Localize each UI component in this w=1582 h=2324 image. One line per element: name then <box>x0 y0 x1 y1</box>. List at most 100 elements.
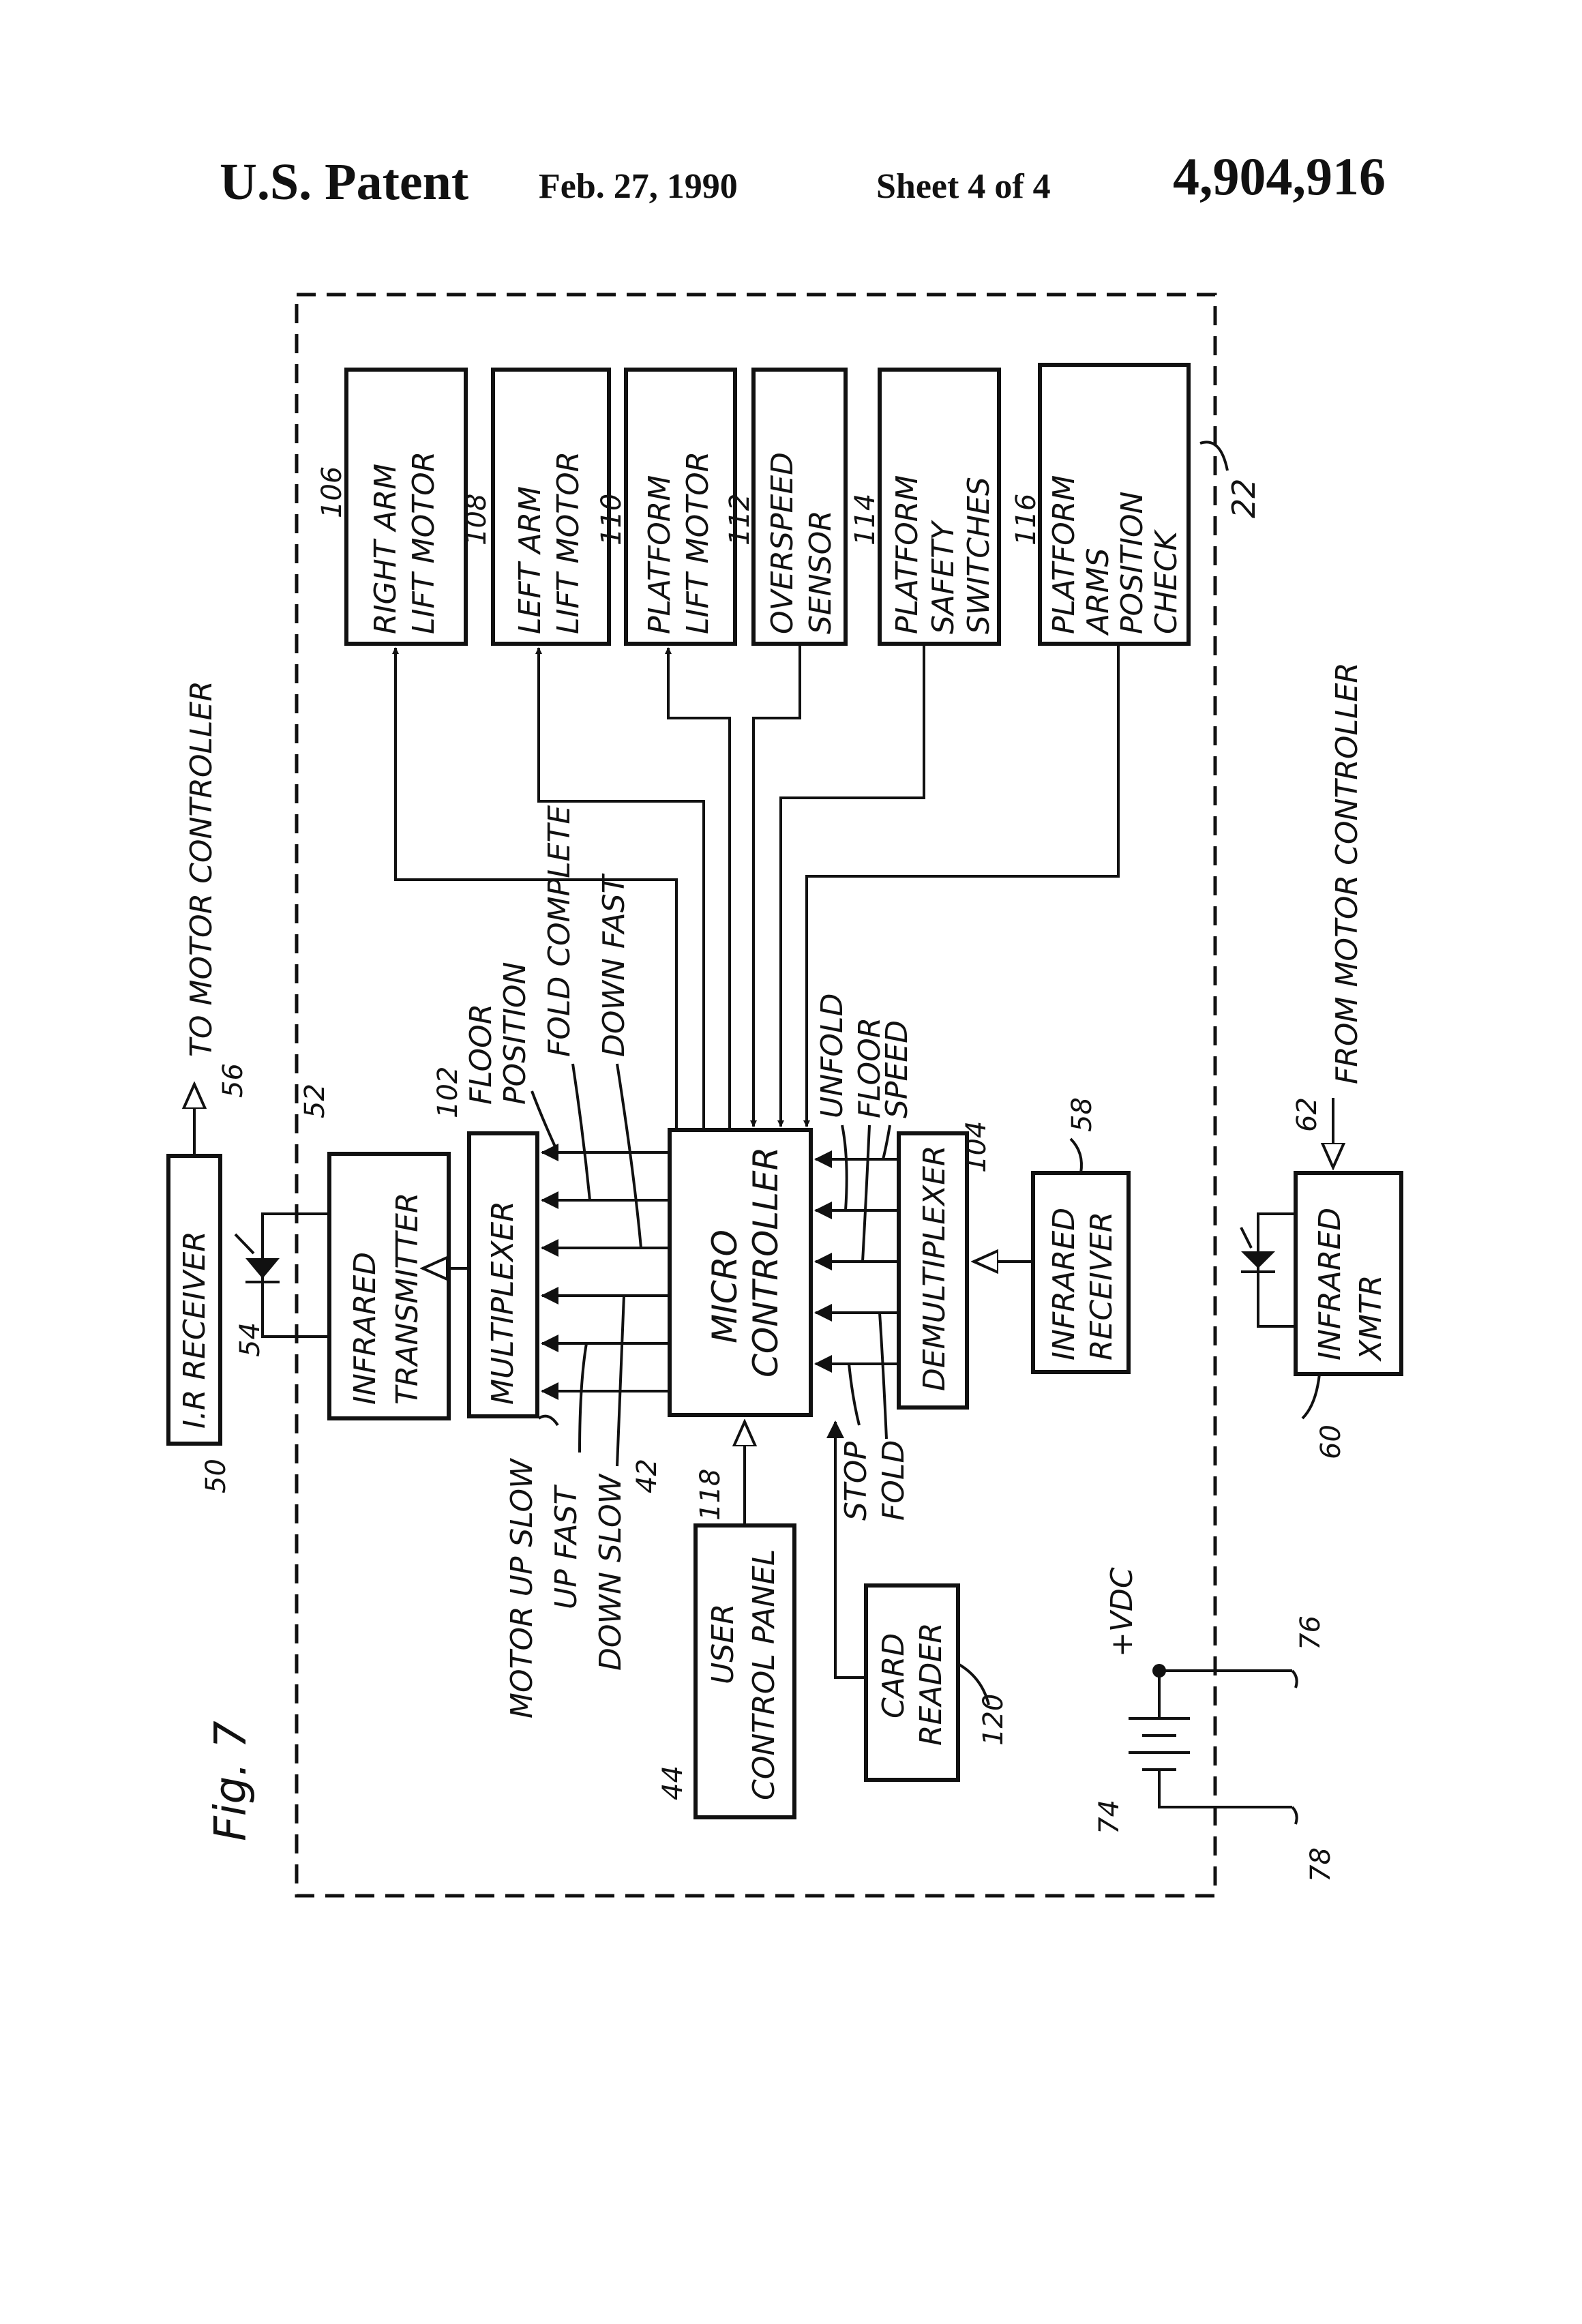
svg-text:TRANSMITTER: TRANSMITTER <box>390 1193 425 1405</box>
sheet-number: Sheet 4 of 4 <box>876 167 1051 206</box>
svg-text:42: 42 <box>631 1459 663 1493</box>
svg-text:LEFT ARM: LEFT ARM <box>513 486 548 634</box>
block-micro-controller: MICRO CONTROLLER 42 <box>631 1128 813 1493</box>
svg-text:56: 56 <box>218 1063 249 1098</box>
svg-text:FROM MOTOR CONTROLLER: FROM MOTOR CONTROLLER <box>1330 662 1364 1084</box>
patent-title: U.S. Patent <box>220 153 468 211</box>
svg-text:+VDC: +VDC <box>1105 1567 1139 1657</box>
power-supply: +VDC 74 76 78 <box>1094 1567 1337 1882</box>
svg-text:110: 110 <box>596 494 627 546</box>
block-multiplexer: MULTIPLEXER 102 <box>432 1067 539 1418</box>
svg-text:SENSOR: SENSOR <box>803 510 838 634</box>
svg-text:LIFT MOTOR: LIFT MOTOR <box>551 451 586 634</box>
demux-control-lines <box>814 1124 899 1440</box>
svg-text:STOP: STOP <box>839 1442 874 1521</box>
svg-text:CHECK: CHECK <box>1149 529 1184 634</box>
svg-text:108: 108 <box>461 494 492 546</box>
svg-text:LIFT MOTOR: LIFT MOTOR <box>681 451 715 634</box>
card-reader-link <box>826 1420 866 1679</box>
svg-text:MOTOR UP SLOW: MOTOR UP SLOW <box>505 1458 539 1718</box>
bus-wires <box>392 644 1120 1130</box>
svg-text:ARMS: ARMS <box>1081 548 1116 636</box>
svg-text:52: 52 <box>299 1084 331 1118</box>
svg-text:CONTROL PANEL: CONTROL PANEL <box>747 1549 781 1800</box>
svg-text:78: 78 <box>1305 1847 1337 1882</box>
block-platform-arms-position-check: PLATFORM ARMS POSITION CHECK 116 <box>1011 363 1191 646</box>
svg-text:RIGHT ARM: RIGHT ARM <box>368 464 403 634</box>
svg-text:SAFETY: SAFETY <box>926 520 961 634</box>
ir-led-54: 54 <box>234 1212 329 1357</box>
block-overspeed-sensor: OVERSPEED SENSOR 112 <box>724 368 848 646</box>
svg-text:POSITION: POSITION <box>1115 492 1150 634</box>
svg-text:FLOOR: FLOOR <box>852 1017 887 1118</box>
block-infrared-xmtr: INFRARED XMTR 60 <box>1240 1171 1403 1459</box>
svg-text:76: 76 <box>1295 1615 1326 1650</box>
block-infrared-receiver: INFRARED RECEIVER 58 <box>1031 1097 1131 1374</box>
svg-text:PLATFORM: PLATFORM <box>642 475 677 634</box>
ref-22: 22 <box>1225 478 1262 518</box>
svg-text:UNFOLD: UNFOLD <box>815 994 850 1118</box>
ref-118: 118 <box>695 1469 726 1521</box>
svg-text:CONTROLLER: CONTROLLER <box>746 1147 786 1377</box>
svg-text:DOWN FAST: DOWN FAST <box>597 873 631 1057</box>
svg-text:106: 106 <box>316 466 348 518</box>
patent-number: 4,904,916 <box>1173 147 1386 206</box>
svg-text:120: 120 <box>978 1694 1009 1746</box>
svg-text:INFRARED: INFRARED <box>348 1252 383 1405</box>
svg-text:SPEED: SPEED <box>880 1020 914 1118</box>
enclosure-22 <box>295 293 1217 1898</box>
svg-text:MICRO: MICRO <box>705 1230 745 1343</box>
svg-text:104: 104 <box>961 1121 992 1173</box>
svg-text:FOLD COMPLETE: FOLD COMPLETE <box>542 805 577 1057</box>
block-right-arm-lift-motor: RIGHT ARM LIFT MOTOR 106 <box>316 368 468 646</box>
svg-text:XMTR: XMTR <box>1354 1275 1388 1362</box>
svg-text:PLATFORM: PLATFORM <box>890 475 925 634</box>
figure-label: Fig. 7 <box>206 1720 256 1841</box>
svg-text:RECEIVER: RECEIVER <box>1084 1212 1119 1360</box>
svg-text:OVERSPEED: OVERSPEED <box>765 452 800 634</box>
svg-text:MULTIPLEXER: MULTIPLEXER <box>486 1201 520 1405</box>
svg-text:FLOOR: FLOOR <box>464 1004 498 1105</box>
from-motor-controller-input: FROM MOTOR CONTROLLER 62 <box>1292 662 1364 1167</box>
svg-text:74: 74 <box>1094 1800 1125 1834</box>
svg-text:LIFT MOTOR: LIFT MOTOR <box>406 451 441 634</box>
patent-date: Feb. 27, 1990 <box>539 167 738 206</box>
block-demultiplexer: DEMULTIPLEXER 104 <box>897 1121 992 1410</box>
block-platform-lift-motor: PLATFORM LIFT MOTOR 110 <box>596 368 737 646</box>
demux-signal-labels: UNFOLD FLOOR SPEED STOP FOLD <box>815 994 914 1521</box>
svg-text:116: 116 <box>1011 494 1042 546</box>
svg-text:SWITCHES: SWITCHES <box>961 477 996 634</box>
to-motor-controller-output: TO MOTOR CONTROLLER 56 <box>184 681 249 1156</box>
svg-text:DEMULTIPLEXER: DEMULTIPLEXER <box>917 1145 952 1391</box>
svg-text:62: 62 <box>1292 1097 1323 1132</box>
svg-text:44: 44 <box>657 1766 689 1800</box>
svg-text:TO MOTOR CONTROLLER: TO MOTOR CONTROLLER <box>184 681 219 1057</box>
block-user-control-panel: USER CONTROL PANEL 44 <box>657 1523 796 1819</box>
svg-text:PLATFORM: PLATFORM <box>1047 475 1081 634</box>
svg-text:POSITION: POSITION <box>498 962 533 1105</box>
svg-text:CARD: CARD <box>876 1633 911 1718</box>
svg-text:USER: USER <box>706 1603 741 1684</box>
svg-text:58: 58 <box>1066 1097 1098 1132</box>
block-card-reader: CARD READER 120 <box>864 1583 1009 1782</box>
mux-control-lines <box>531 1063 670 1467</box>
svg-text:INFRARED: INFRARED <box>1313 1208 1347 1360</box>
block-ir-receiver: I.R RECEIVER 50 <box>166 1154 232 1493</box>
block-left-arm-lift-motor: LEFT ARM LIFT MOTOR 108 <box>461 368 611 646</box>
enclosure-leader <box>1199 441 1229 471</box>
svg-text:INFRARED: INFRARED <box>1047 1208 1081 1360</box>
block-platform-safety-switches: PLATFORM SAFETY SWITCHES 114 <box>850 368 1001 646</box>
svg-text:READER: READER <box>914 1622 949 1746</box>
block-infrared-transmitter: INFRARED TRANSMITTER 52 <box>299 1084 451 1420</box>
mux-signal-labels: FLOOR POSITION FOLD COMPLETE DOWN FAST M… <box>464 805 631 1718</box>
svg-text:I.R RECEIVER: I.R RECEIVER <box>177 1231 212 1429</box>
svg-text:112: 112 <box>724 494 756 546</box>
svg-text:54: 54 <box>235 1322 266 1357</box>
svg-text:114: 114 <box>850 494 881 546</box>
svg-text:UP FAST: UP FAST <box>549 1485 584 1609</box>
svg-text:50: 50 <box>200 1459 232 1493</box>
svg-text:DOWN SLOW: DOWN SLOW <box>593 1473 628 1671</box>
svg-text:60: 60 <box>1315 1425 1347 1459</box>
svg-text:FOLD: FOLD <box>876 1440 911 1521</box>
